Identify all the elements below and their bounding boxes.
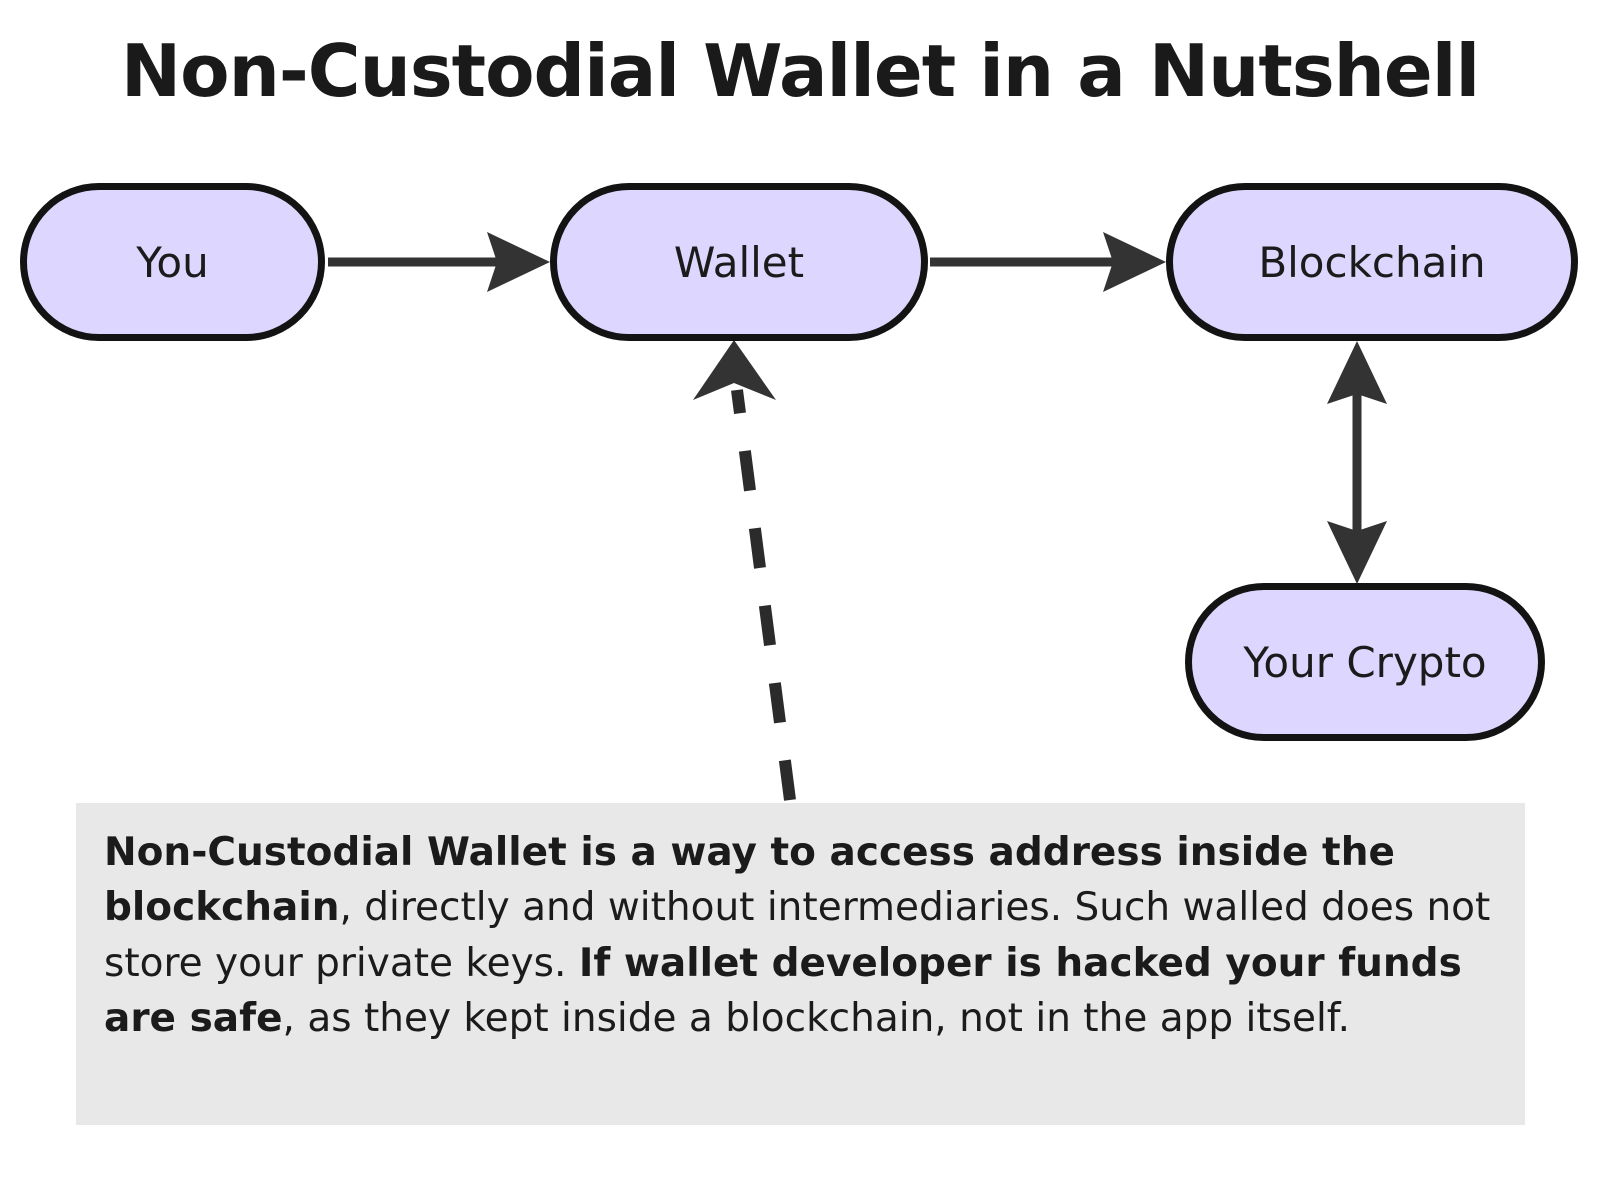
definition-segment-1: , directly and without intermediaries. S…	[104, 885, 1491, 986]
definition-callout: Non-Custodial Wallet is a way to access …	[76, 803, 1525, 1125]
node-blockchain-label: Blockchain	[1258, 237, 1486, 287]
node-your-crypto-label: Your Crypto	[1243, 637, 1487, 687]
edge-wallet-to-blockchain	[930, 232, 1166, 292]
definition-segment-3: , as they kept inside a blockchain, not …	[282, 996, 1351, 1042]
node-blockchain[interactable]: Blockchain	[1166, 183, 1578, 341]
node-your-crypto[interactable]: Your Crypto	[1185, 583, 1545, 741]
node-you[interactable]: You	[20, 183, 325, 341]
node-wallet-label: Wallet	[673, 237, 805, 287]
node-you-label: You	[136, 237, 209, 287]
page-title: Non-Custodial Wallet in a Nutshell	[120, 29, 1480, 113]
edge-blockchain-your-crypto	[1327, 341, 1387, 584]
node-wallet[interactable]: Wallet	[550, 183, 928, 341]
definition-segment-0: Non-Custodial Wallet is a way to access …	[104, 830, 1395, 931]
definition-segment-2: If wallet developer is hacked your funds…	[104, 940, 1462, 1042]
edge-you-to-wallet	[328, 232, 550, 292]
definition-text: Non-Custodial Wallet is a way to access …	[104, 825, 1497, 1047]
edge-note-to-wallet	[693, 340, 796, 801]
